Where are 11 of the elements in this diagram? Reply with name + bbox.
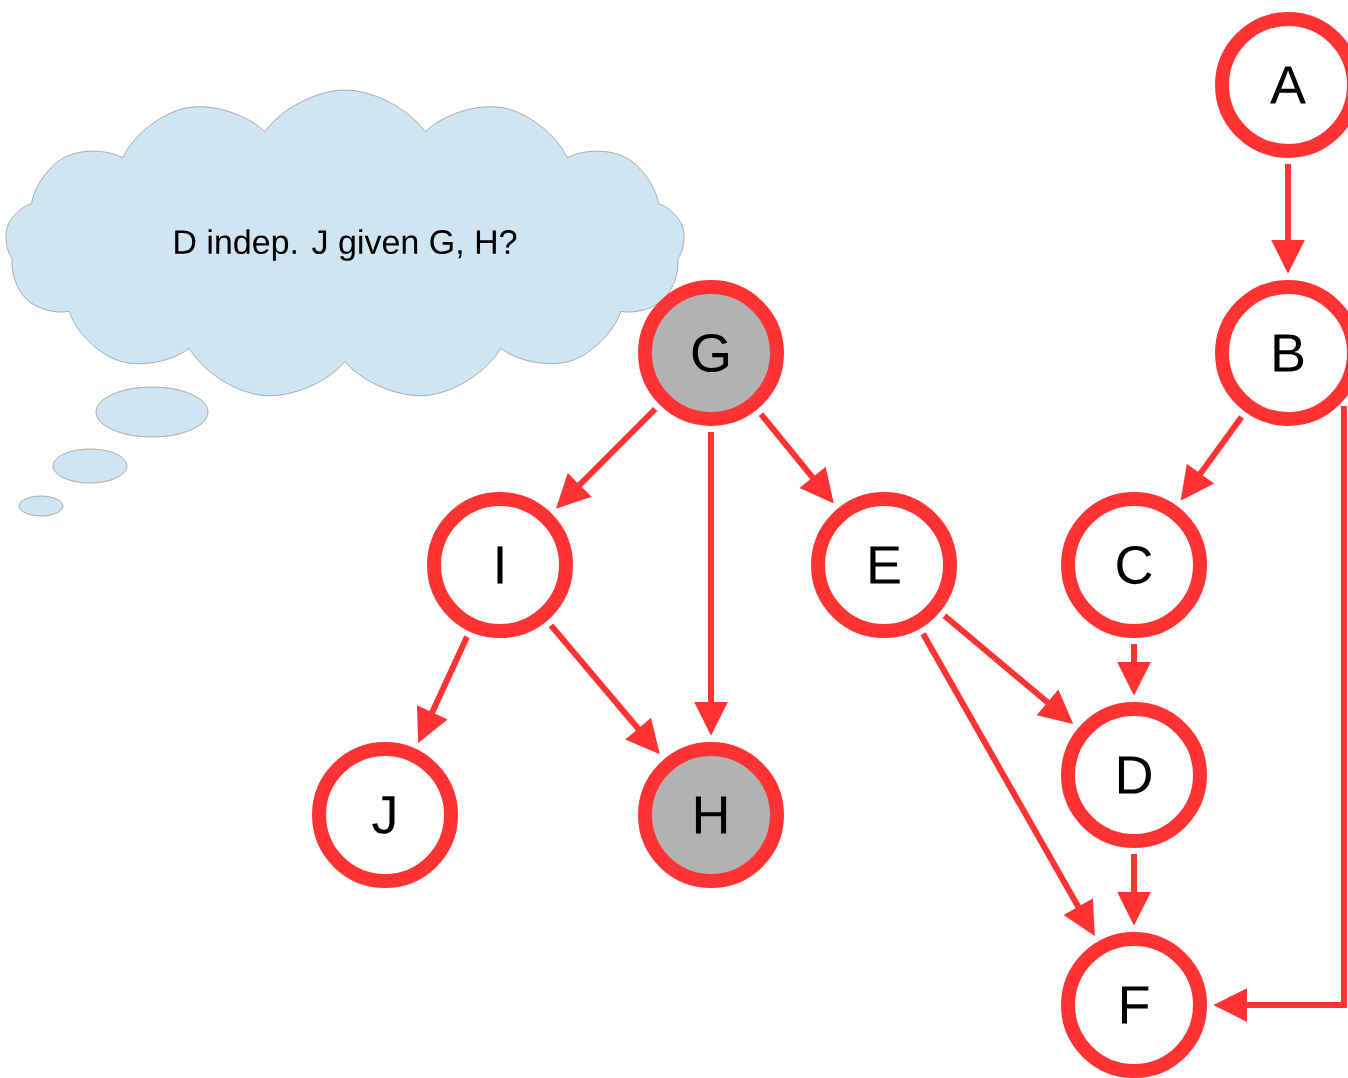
graph-node: C [1061,492,1207,638]
graph-node: B [1215,280,1348,426]
graph-node: I [427,492,573,638]
graph-node: J [312,742,458,888]
graph-node: H [638,742,784,888]
graph-node: F [1061,932,1207,1078]
graph-node: G [638,280,784,426]
graph-node: E [811,492,957,638]
graph-node: A [1215,12,1348,158]
graph-node: D [1061,702,1207,848]
thought-cloud: D indep. J given G, H? [5,89,685,397]
